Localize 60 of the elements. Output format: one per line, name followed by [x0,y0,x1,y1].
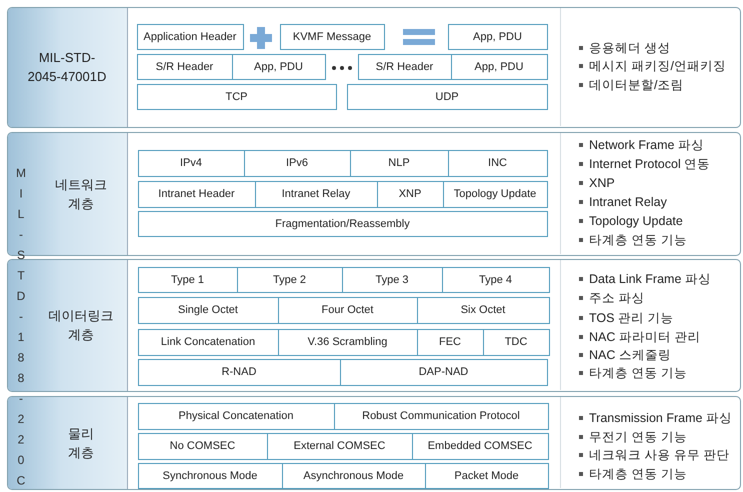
protocol-cell: Physical Concatenation [138,402,334,430]
bullet-item: 응용헤더 생성 [578,40,670,56]
bullet-item: Transmission Frame 파싱 [578,410,732,426]
protocol-cell: S/R Header [358,54,452,80]
protocol-cell: Type 3 [342,266,442,292]
protocol-cell: S/R Header [136,54,232,80]
protocol-cell: INC [448,150,548,176]
bullet-item: 타계층 연동 기능 [578,365,687,381]
protocol-cell: Type 2 [236,266,342,292]
protocol-cell: App, PDU [448,24,548,50]
protocol-cell: Topology Update [442,180,548,208]
protocol-cell: Fragmentation/Reassembly [138,210,548,236]
protocol-cell: NLP [350,150,448,176]
protocol-cell: XNP [376,180,444,208]
bullet-item: Data Link Frame 파싱 [578,271,711,287]
protocol-cell: TCP [136,84,336,110]
bullet-item: Intranet Relay [578,194,667,210]
bullet-item: Topology Update [578,213,683,229]
protocol-cell: TDC [482,328,550,356]
bullet-item: 메시지 패키징/언패키징 [578,58,726,74]
protocol-cell: KVMF Message [280,24,384,50]
layer-header: MIL-STD-2045-47001D [8,8,128,126]
bullet-item: 무전기 연동 기능 [578,429,687,445]
bullet-item: 타계층 연동 기능 [578,466,687,482]
protocol-cell: FEC [416,328,484,356]
protocol-cell: No COMSEC [138,432,268,460]
bullet-item: Network Frame 파싱 [578,137,704,153]
bullet-item: 타계층 연동 기능 [578,232,687,248]
protocol-cell: App, PDU [450,54,548,80]
protocol-cell: Single Octet [138,296,278,324]
bullet-item: 데이터분할/조림 [578,77,684,93]
protocol-cell: Four Octet [278,296,418,324]
protocol-cell: Intranet Header [138,180,256,208]
protocol-cell: Six Octet [416,296,550,324]
protocol-cell: V.36 Scrambling [278,328,418,356]
protocol-cell: R-NAD [138,358,340,386]
protocol-cell: Link Concatenation [138,328,278,356]
protocol-cell: Synchronous Mode [138,462,282,488]
protocol-cell: IPv6 [244,150,350,176]
bullet-item: NAC 파라미터 관리 [578,329,700,345]
bullet-item: NAC 스케줄링 [578,347,671,363]
bullet-item: 주소 파싱 [578,290,644,306]
bullet-item: 네크워크 사용 유무 판단 [578,447,730,463]
vertical-title: MIL-STD-188-220C [13,166,29,492]
bullet-item: TOS 관리 기능 [578,310,674,326]
protocol-cell: External COMSEC [266,432,412,460]
protocol-cell: Type 1 [138,266,238,292]
protocol-cell: IPv4 [138,150,244,176]
protocol-cell: DAP-NAD [340,358,548,386]
protocol-cell: UDP [346,84,548,110]
protocol-cell: Robust Communication Protocol [334,402,548,430]
protocol-cell: Asynchronous Mode [282,462,426,488]
layer-band [7,7,741,128]
protocol-cell: Intranet Relay [254,180,378,208]
protocol-cell: Application Header [136,24,244,50]
protocol-cell: App, PDU [232,54,326,80]
protocol-cell: Packet Mode [424,462,548,488]
protocol-cell: Embedded COMSEC [412,432,548,460]
bullet-item: Internet Protocol 연동 [578,156,710,172]
protocol-cell: Type 4 [442,266,550,292]
